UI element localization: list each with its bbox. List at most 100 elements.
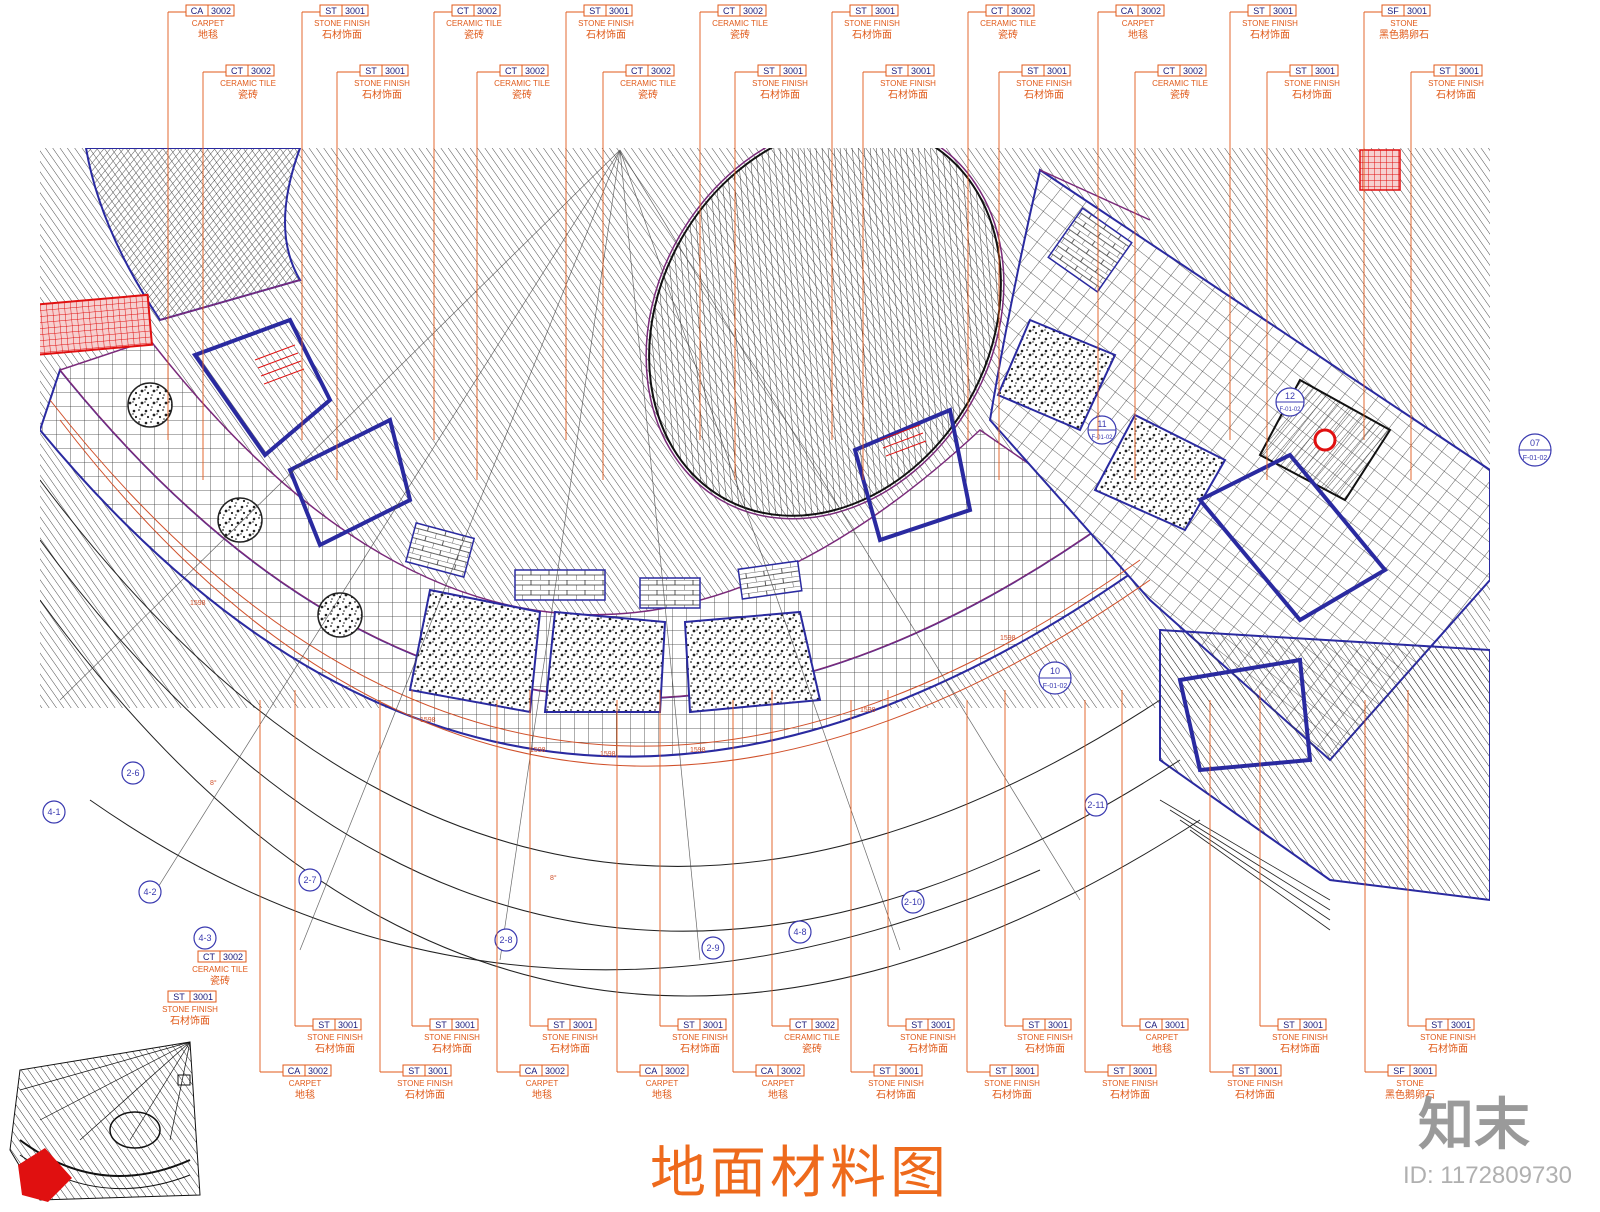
material-number: 3001 xyxy=(428,1066,448,1076)
speckle-room-3 xyxy=(683,610,822,714)
speckle-room-2 xyxy=(543,610,667,713)
material-code: CA xyxy=(288,1066,301,1076)
material-name-en: CERAMIC TILE xyxy=(220,79,276,88)
material-code: CT xyxy=(203,952,215,962)
material-name-cn: 瓷砖 xyxy=(638,88,658,101)
material-number: 3001 xyxy=(1459,66,1479,76)
material-name-en: STONE FINISH xyxy=(868,1079,924,1088)
grid-bubble-label: 2-7 xyxy=(303,875,316,885)
material-number: 3001 xyxy=(1133,1066,1153,1076)
material-name-cn: 黑色鹅卵石 xyxy=(1379,28,1429,41)
radial-angle-text: 8° xyxy=(210,779,217,787)
material-code: CT xyxy=(231,66,243,76)
material-name-en: STONE FINISH xyxy=(397,1079,453,1088)
section-mark: 10 F-01-02 xyxy=(1038,661,1072,695)
material-name-cn: 石材饰面 xyxy=(1292,88,1332,101)
material-name-en: STONE xyxy=(1390,19,1417,28)
material-name-en: STONE FINISH xyxy=(900,1033,956,1042)
material-name-cn: 石材饰面 xyxy=(432,1042,472,1055)
grid-bubble-label: 2-8 xyxy=(499,935,512,945)
material-name-cn: 瓷砖 xyxy=(998,28,1018,41)
material-number: 3001 xyxy=(875,6,895,16)
material-number: 3002 xyxy=(743,6,763,16)
material-name-cn: 石材饰面 xyxy=(315,1042,355,1055)
dimension-text: 1598 xyxy=(530,747,546,754)
material-code: ST xyxy=(879,1066,891,1076)
material-number: 3002 xyxy=(1141,6,1161,16)
material-number: 3001 xyxy=(1451,1020,1471,1030)
planter-3 xyxy=(317,592,363,638)
material-name-cn: 石材饰面 xyxy=(1428,1042,1468,1055)
material-name-en: CERAMIC TILE xyxy=(620,79,676,88)
material-number: 3001 xyxy=(1258,1066,1278,1076)
material-number: 3001 xyxy=(1413,1066,1433,1076)
material-name-cn: 地毯 xyxy=(532,1088,552,1101)
material-name-cn: 石材饰面 xyxy=(362,88,402,101)
material-code: ST xyxy=(891,66,903,76)
material-code: CT xyxy=(1163,66,1175,76)
material-number: 3001 xyxy=(385,66,405,76)
material-name-en: CARPET xyxy=(646,1079,679,1088)
tag-leader-lines xyxy=(167,11,1434,1073)
brand-watermark: 知末 xyxy=(1418,1093,1530,1158)
material-number: 3001 xyxy=(609,6,629,16)
material-name-cn: 石材饰面 xyxy=(586,28,626,41)
material-name-cn: 石材饰面 xyxy=(1024,88,1064,101)
material-code: CT xyxy=(991,6,1003,16)
material-name-cn: 石材饰面 xyxy=(1235,1088,1275,1101)
material-name-cn: 石材饰面 xyxy=(170,1014,210,1027)
svg-text:F-01-02: F-01-02 xyxy=(1279,407,1301,413)
material-name-en: CARPET xyxy=(762,1079,795,1088)
material-code: ST xyxy=(1027,66,1039,76)
grid-bubble-label: 2-6 xyxy=(126,768,139,778)
svg-text:F-01-02: F-01-02 xyxy=(1091,435,1113,441)
speckle-room-5 xyxy=(1093,413,1227,532)
material-name-en: STONE FINISH xyxy=(1420,1033,1476,1042)
material-name-en: CARPET xyxy=(192,19,225,28)
material-name-cn: 地毯 xyxy=(1128,28,1148,41)
material-number: 3002 xyxy=(781,1066,801,1076)
material-number: 3001 xyxy=(193,992,213,1002)
drawing-title: 地面材料图 xyxy=(650,1141,950,1206)
planter-2 xyxy=(217,497,263,543)
material-name-cn: 地毯 xyxy=(768,1088,788,1101)
material-code: ST xyxy=(995,1066,1007,1076)
material-code: ST xyxy=(683,1020,695,1030)
material-number: 3002 xyxy=(223,952,243,962)
material-number: 3001 xyxy=(1273,6,1293,16)
material-name-cn: 地毯 xyxy=(652,1088,672,1101)
material-number: 3001 xyxy=(455,1020,475,1030)
material-code: ST xyxy=(763,66,775,76)
material-code: ST xyxy=(911,1020,923,1030)
material-number: 3001 xyxy=(345,6,365,16)
material-name-en: CERAMIC TILE xyxy=(712,19,768,28)
material-name-en: CERAMIC TILE xyxy=(192,965,248,974)
material-number: 3002 xyxy=(211,6,231,16)
material-name-cn: 石材饰面 xyxy=(1280,1042,1320,1055)
dimension-text: 1598 xyxy=(600,751,616,758)
svg-text:07: 07 xyxy=(1530,438,1540,448)
material-name-cn: 石材饰面 xyxy=(852,28,892,41)
material-name-cn: 石材饰面 xyxy=(550,1042,590,1055)
section-mark: 11 F-01-02 xyxy=(1087,415,1117,445)
right-wing-tiles xyxy=(988,168,1490,762)
